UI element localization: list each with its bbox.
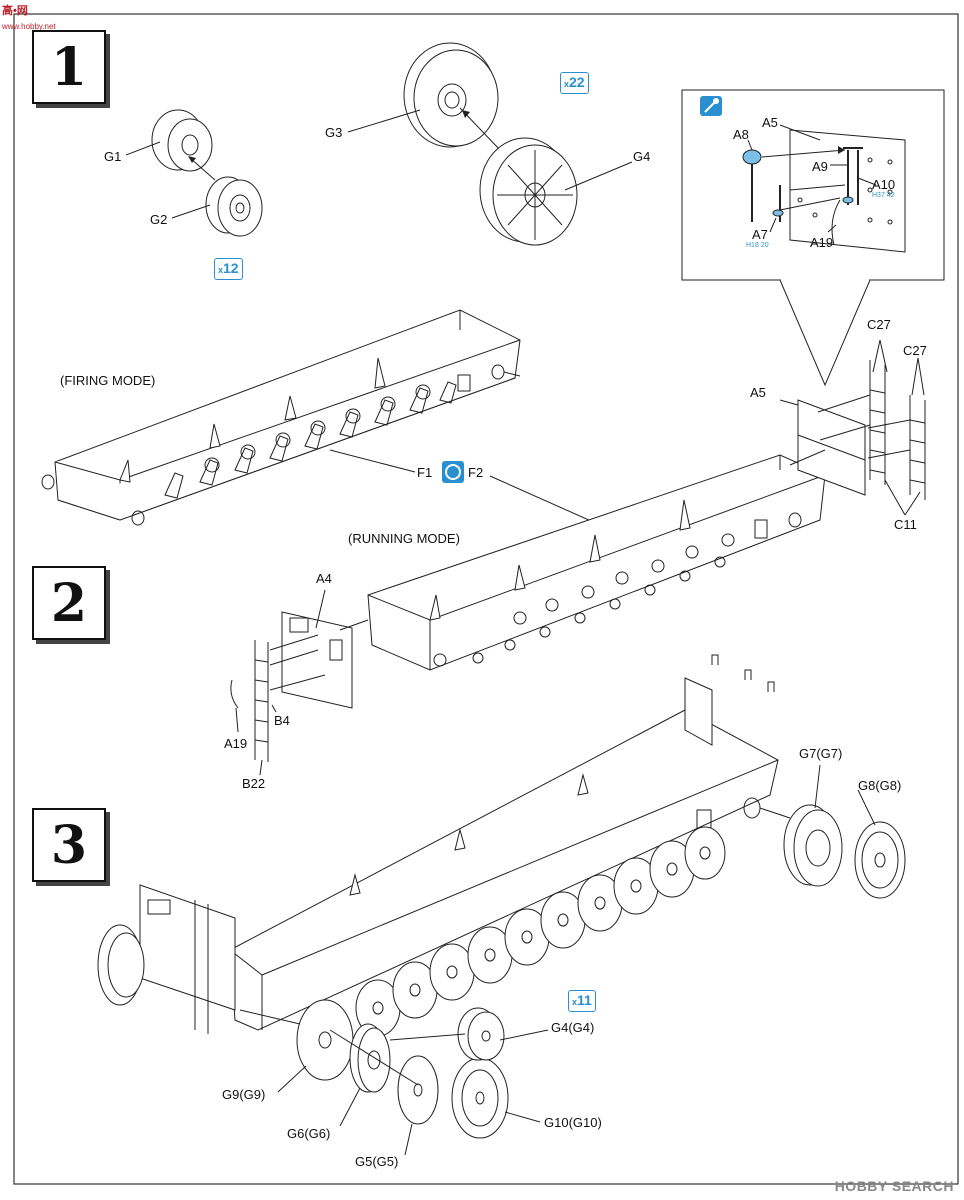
step-number-2: 2	[32, 566, 106, 640]
label-g7: G7(G7)	[799, 746, 843, 761]
site-url: www.hobby.net	[2, 22, 56, 31]
label-f2: F2	[468, 465, 484, 480]
sprocket-g9	[296, 999, 354, 1081]
sprocket-front	[97, 924, 145, 1006]
label-g9: G9(G9)	[222, 1087, 266, 1102]
wheel-g3	[403, 42, 499, 148]
quantity-badge-22: x22	[560, 72, 589, 94]
label-a19-detail: A19	[810, 235, 834, 250]
label-g6: G6(G6)	[287, 1126, 331, 1141]
quantity-value: 22	[569, 74, 585, 90]
quantity-badge-11: x11	[568, 990, 596, 1012]
label-g3: G3	[325, 125, 343, 140]
label-a9: A9	[812, 159, 828, 174]
label-a7: A7	[752, 227, 768, 242]
ref-20: 20	[760, 242, 769, 249]
quantity-value: 12	[223, 260, 239, 276]
quantity-value: 11	[577, 992, 592, 1008]
road-wheels	[355, 826, 726, 1037]
body-running-mode	[367, 454, 826, 671]
ref-h37-code: H37	[872, 192, 885, 199]
label-c27-a: C27	[867, 317, 891, 332]
ref-h18-code: H18	[746, 242, 759, 249]
label-g4: G4	[633, 149, 651, 164]
ref-h37: H37 42	[872, 192, 895, 199]
label-a10: A10	[872, 177, 896, 192]
wheel-g8	[854, 821, 906, 899]
label-a19: A19	[224, 736, 248, 751]
wheel-g6	[349, 1023, 391, 1093]
rear-plate-step3	[139, 884, 236, 1034]
label-a4: A4	[316, 571, 332, 586]
wheel-g4-step3	[457, 1007, 505, 1061]
label-g8: G8(G8)	[858, 778, 902, 793]
label-b4: B4	[274, 713, 290, 728]
plate-a5	[797, 399, 866, 496]
wheel-g1	[151, 109, 213, 172]
label-g4-step3: G4(G4)	[551, 1020, 595, 1035]
label-b22: B22	[242, 776, 266, 791]
flip-icon	[442, 461, 464, 483]
label-a8: A8	[733, 127, 749, 142]
label-a5-detail: A5	[762, 115, 778, 130]
label-a5: A5	[750, 385, 766, 400]
wrench-icon	[700, 96, 722, 116]
step-number-1: 1	[32, 30, 106, 104]
quantity-badge-12: x12	[214, 258, 243, 280]
wheel-g7	[783, 804, 843, 887]
page-frame	[13, 13, 959, 1185]
wheel-g2	[205, 176, 263, 237]
ladders-c11	[869, 360, 926, 500]
sprocket-g10	[451, 1057, 509, 1139]
detail-parts	[742, 146, 863, 246]
hobby-search-watermark: HOBBY SEARCH	[834, 1178, 954, 1194]
site-logo: 高•网	[2, 5, 28, 17]
ladder-b22	[230, 640, 269, 762]
arrow-g2-g1	[189, 157, 216, 181]
label-c27-b: C27	[903, 343, 927, 358]
label-g10: G10(G10)	[544, 1115, 602, 1130]
wheel-g5	[397, 1055, 439, 1125]
ref-h18: H18 20	[746, 242, 769, 249]
plate-a4	[281, 611, 353, 709]
label-c11: C11	[894, 517, 917, 532]
step-number-3: 3	[32, 808, 106, 882]
label-g5: G5(G5)	[355, 1154, 399, 1169]
label-g2: G2	[150, 212, 168, 227]
label-f1: F1	[417, 465, 433, 480]
firing-mode-arms	[41, 357, 521, 526]
wheel-g4	[479, 137, 578, 246]
running-mode-label: (RUNNING MODE)	[348, 531, 460, 546]
ref-42: 42	[886, 192, 895, 199]
label-g1: G1	[104, 149, 122, 164]
firing-mode-label: (FIRING MODE)	[60, 373, 156, 388]
body-step3	[229, 654, 791, 1031]
